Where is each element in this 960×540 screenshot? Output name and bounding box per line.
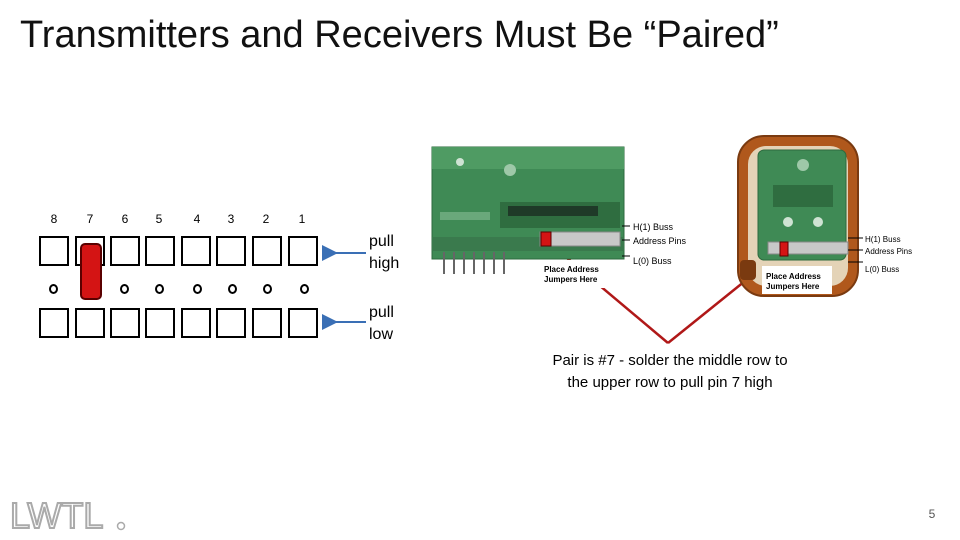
pin-number: 1 [298, 212, 306, 226]
pull-low-line: low [369, 326, 394, 343]
transmitter-address-pins-label: Address Pins [865, 247, 912, 256]
middle-row-pin [263, 284, 272, 294]
receiver-address-pins-label: Address Pins [633, 236, 687, 246]
lower-row-cell [39, 308, 69, 338]
lower-row-cell [145, 308, 175, 338]
upper-row-cell [39, 236, 69, 266]
logo-text: LWTL [10, 495, 103, 534]
receiver-h-buss-label: H(1) Buss [633, 222, 674, 232]
middle-row-pin [49, 284, 58, 294]
middle-row-pin [193, 284, 202, 294]
receiver-place-label: Place Address [544, 265, 599, 274]
caption-line: the upper row to pull pin 7 high [567, 374, 773, 391]
middle-row-pin [300, 284, 309, 294]
upper-row-cell [145, 236, 175, 266]
pull-high-label: pull high [369, 231, 399, 275]
upper-row-cell [288, 236, 318, 266]
pin-number: 3 [227, 212, 235, 226]
transmitter-l-buss-label: L(0) Buss [865, 265, 899, 274]
transmitter-place-label: Place Address [766, 272, 821, 281]
pin-7-jumper [80, 243, 102, 300]
transmitter-h-buss-label: H(1) Buss [865, 235, 901, 244]
pin-number: 5 [155, 212, 163, 226]
pin-number: 6 [121, 212, 129, 226]
pin-number: 8 [50, 212, 58, 226]
middle-row-pin [228, 284, 237, 294]
pin-number: 4 [193, 212, 201, 226]
lower-row-cell [110, 308, 140, 338]
caption-line: Pair is #7 - solder the middle row to [552, 352, 788, 369]
lower-row-cell [216, 308, 246, 338]
transmitter-fob-photo: H(1) Buss Address Pins L(0) Buss Place A… [737, 135, 912, 297]
pull-low-line: pull [369, 304, 394, 321]
transmitter-jumpers-label: Jumpers Here [766, 282, 820, 291]
lwtl-logo: LWTL [9, 494, 126, 534]
upper-row-cell [252, 236, 282, 266]
slide-title: Transmitters and Receivers Must Be “Pair… [20, 14, 779, 56]
receiver-l-buss-label: L(0) Buss [633, 256, 672, 266]
pin-number: 7 [86, 212, 94, 226]
page-number: 5 [928, 507, 936, 521]
lower-row-cell [75, 308, 105, 338]
upper-row-cell [110, 236, 140, 266]
pull-high-line: pull [369, 233, 394, 250]
lower-row-cell [181, 308, 211, 338]
pull-low-label: pull low [369, 302, 394, 346]
upper-row-cell [181, 236, 211, 266]
lower-row-cell [252, 308, 282, 338]
lower-row-cell [288, 308, 318, 338]
pairing-caption: Pair is #7 - solder the middle row to th… [520, 350, 820, 394]
pull-high-line: high [369, 255, 400, 272]
middle-row-pin [155, 284, 164, 294]
receiver-module-photo: H(1) Buss Address Pins L(0) Buss Place A… [431, 146, 687, 288]
pin-number: 2 [262, 212, 270, 226]
receiver-jumpers-label: Jumpers Here [544, 275, 598, 284]
upper-row-cell [216, 236, 246, 266]
middle-row-pin [120, 284, 129, 294]
